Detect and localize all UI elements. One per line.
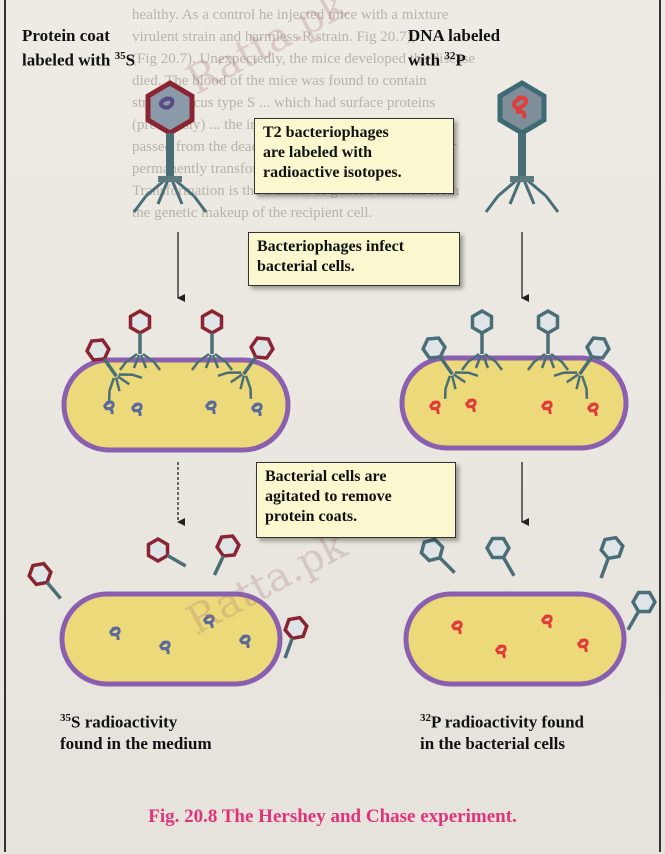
label-dna-line2: with 32P [408,46,500,71]
detached-unlabeled-coat [418,536,462,580]
label-result-right-line2: in the bacterial cells [420,733,584,754]
label-result-right-line1: 32P radioactivity found [420,708,584,733]
label-dna-element: P [455,51,465,70]
step3-box: Bacterial cells are agitated to remove p… [256,462,456,538]
step3-line1: Bacterial cells are [265,467,447,487]
label-result-left-mass: 35 [60,712,71,724]
label-protein-line2-text: labeled with [22,51,115,70]
label-dna-line1: DNA labeled [408,25,500,46]
step2-line1: Bacteriophages infect [257,237,451,257]
step1-line3: radioactive isotopes. [263,163,445,183]
step3-line2: agitated to remove [265,487,447,507]
label-protein-mass: 35 [115,50,126,62]
detached-protein-coat [26,559,68,604]
detached-unlabeled-coat [592,534,625,581]
label-dna-line2-text: with [408,51,444,70]
label-protein-line2: labeled with 35S [22,46,135,71]
label-protein-element: S [126,51,135,70]
label-protein-line1: Protein coat [22,25,135,46]
step1-line2: are labeled with [263,143,445,163]
label-result-left-line1-text: S radioactivity [71,713,177,732]
label-dna: DNA labeled with 32P [408,25,500,71]
detached-unlabeled-coat [484,534,522,581]
detached-protein-coat [206,532,241,579]
step2-line2: bacterial cells. [257,257,451,277]
label-result-right: 32P radioactivity found in the bacterial… [420,708,584,754]
figure-caption: Fig. 20.8 The Hershey and Chase experime… [0,806,665,828]
final-cell-right [406,594,624,684]
final-cell-left [62,594,280,684]
labeled-protein-phage [134,83,206,212]
detached-protein-coat [144,536,191,574]
step2-box: Bacteriophages infect bacterial cells. [248,232,460,286]
step1-box: T2 bacteriophages are labeled with radio… [254,118,454,194]
label-result-right-line1-text: P radioactivity found [431,713,584,732]
label-result-right-mass: 32 [420,712,431,724]
detached-unlabeled-coat [620,588,658,635]
step1-line1: T2 bacteriophages [263,123,445,143]
label-result-left: 35S radioactivity found in the medium [60,708,212,754]
label-result-left-line1: 35S radioactivity [60,708,212,733]
step3-line3: protein coats. [265,507,447,527]
label-result-left-line2: found in the medium [60,733,212,754]
label-protein-coat: Protein coat labeled with 35S [22,25,135,71]
labeled-dna-phage [486,83,558,212]
label-dna-mass: 32 [444,50,455,62]
